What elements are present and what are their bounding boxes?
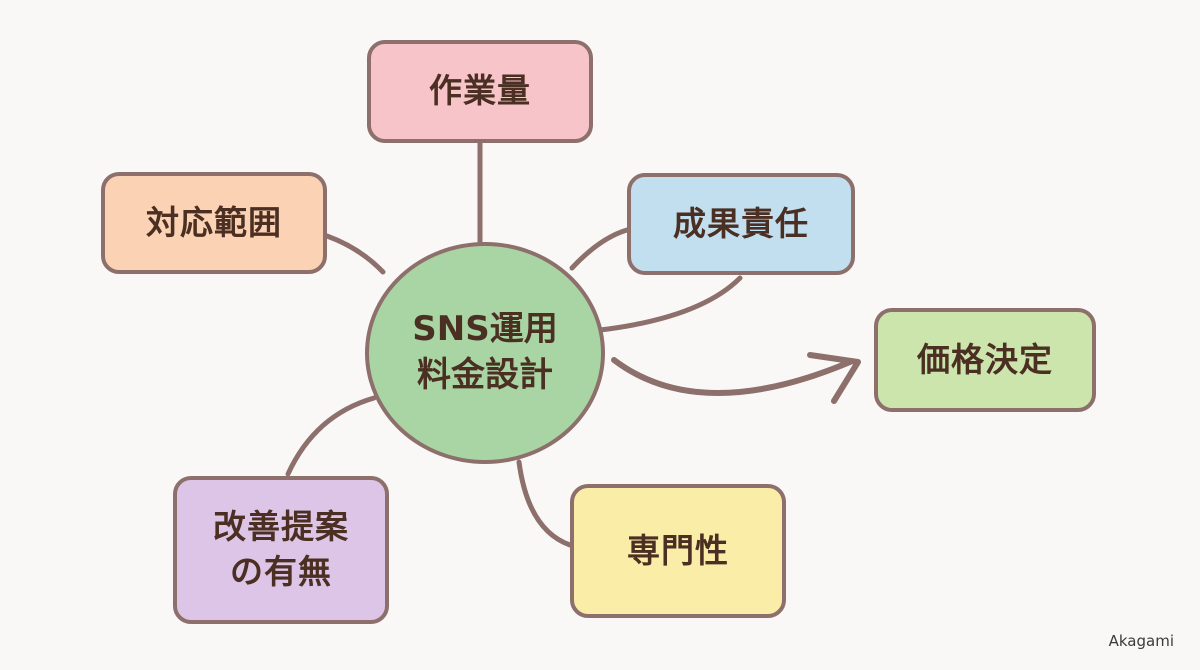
connector-improve [285,395,377,477]
node-expertise: 専門性 [570,484,786,618]
node-workload: 作業量 [367,40,593,143]
connector-expert [516,459,573,548]
connector-result-upper [569,227,630,271]
node-scope: 対応範囲 [101,172,327,274]
arrow-to-price [611,357,853,396]
node-improvement-proposal: 改善提案 の有無 [173,476,389,624]
credit-text: Akagami [1108,632,1174,650]
connector-scope [324,233,386,275]
node-result-responsibility: 成果責任 [627,173,855,275]
arrow-head-icon [807,352,861,404]
connector-result-lower [597,275,743,333]
center-topic: SNS運用 料金設計 [365,242,605,464]
node-price-decision: 価格決定 [874,308,1096,412]
